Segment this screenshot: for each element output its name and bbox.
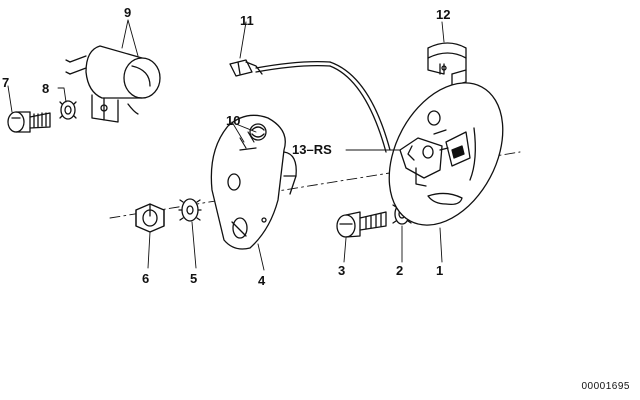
callout-3: 3 [338,263,346,278]
callout-5: 5 [190,271,198,286]
part-7-screw [7,111,51,133]
part-3-screw [336,211,387,238]
callout-1: 1 [436,263,444,278]
part-13-contact-set [399,131,471,187]
callout-2: 2 [396,263,404,278]
leader-5 [191,221,197,269]
leader-11 [239,21,247,59]
leader-4 [257,243,265,271]
callout-7: 7 [2,75,10,90]
callout-11: 11 [240,13,254,28]
leader-7 [7,85,13,113]
part-1-breaker-plate [388,82,504,226]
part-8-washer [59,100,77,120]
part-9-condenser [65,45,161,123]
diagram-reference-number: 00001695 [581,381,630,392]
leader-8 [57,87,67,103]
leader-12 [441,21,445,43]
callout-6: 6 [142,271,150,286]
callout-13-rs: 13–RS [292,142,332,157]
leader-9 [121,19,139,57]
part-12-clamp [427,42,467,87]
leader-1 [439,227,443,263]
callout-12: 12 [436,7,451,22]
leader-lines [7,19,445,271]
leader-3 [343,237,347,263]
part-11-wire-lead [229,59,391,153]
part-10-felt [239,131,255,149]
part-4-base-plate [210,114,297,250]
callout-9: 9 [124,5,132,20]
part-6-nut [135,203,165,233]
callout-8: 8 [42,81,50,96]
part-5-lock-washer [178,198,202,222]
callout-4: 4 [258,273,266,288]
callout-10: 10 [226,113,241,128]
leader-6 [147,231,151,269]
leader-10 [231,121,257,143]
